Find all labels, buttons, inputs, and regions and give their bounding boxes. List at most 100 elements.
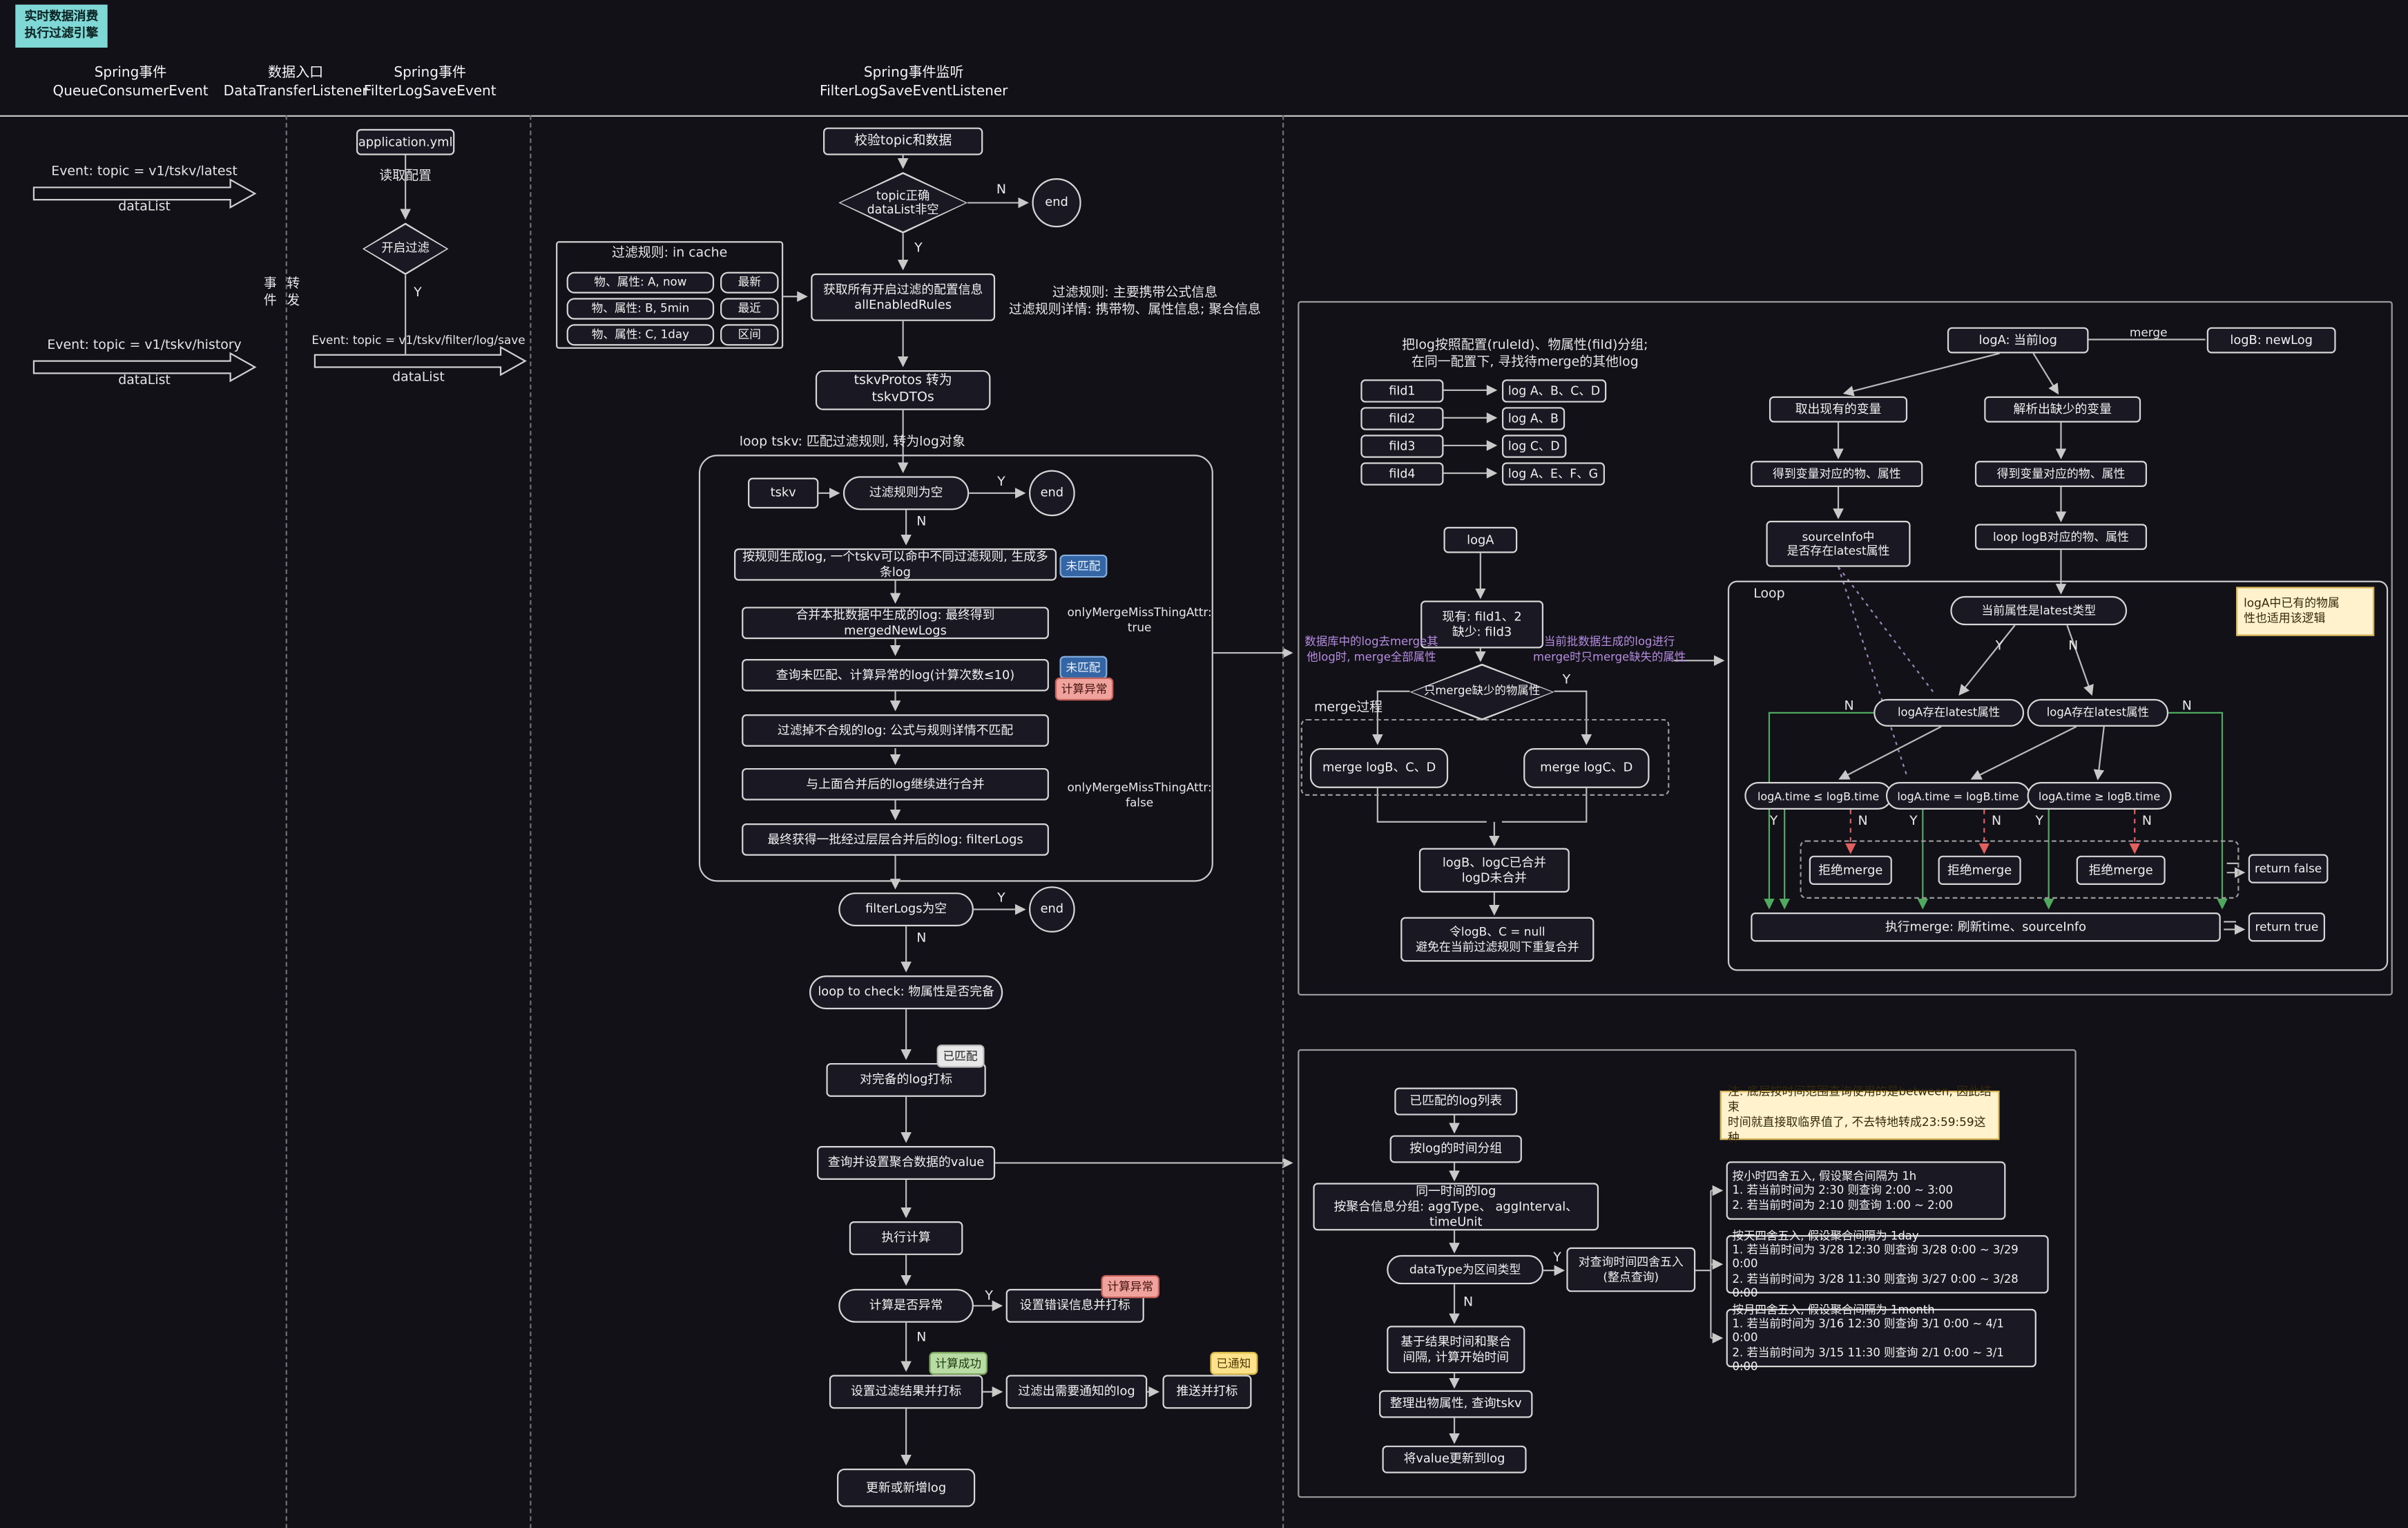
merge-group-note: 把log按照配置(ruleId)、物属性(fiId)分组; 在同一配置下, 寻找…: [1402, 338, 1648, 371]
node-update-value: 将value更新到log: [1382, 1445, 1527, 1473]
node-validate-topic: 校验topic和数据: [823, 127, 983, 155]
node-push-mark: 推送并打标: [1162, 1375, 1252, 1409]
label-n: N: [916, 515, 927, 531]
node-merge-bcd: merge logB、C、D: [1309, 748, 1449, 788]
label-y: Y: [914, 241, 923, 257]
node-merge-again: 与上面合并后的log继续进行合并: [742, 767, 1049, 801]
node-tskv: tskv: [748, 477, 819, 509]
node-reject-merge: 拒绝merge: [2076, 855, 2166, 885]
lane-title-listener: Spring事件监听 FilterLogSaveEventListener: [820, 66, 1008, 100]
label-y: Y: [1553, 1250, 1561, 1266]
loop-tskv-label: loop tskv: 匹配过滤规则, 转为log对象: [739, 434, 965, 450]
node-merge-cd: merge logC、D: [1523, 748, 1650, 788]
label-y: Y: [2035, 814, 2044, 830]
reject-merge-container: [1800, 840, 2240, 899]
node-set-result: 设置过滤结果并打标: [829, 1375, 983, 1409]
label-y: Y: [997, 475, 1005, 490]
decision-time-le: logA.time ≤ logB.time: [1744, 781, 1892, 810]
fiid-cell: fiId3: [1360, 434, 1444, 458]
node-get-attrs-left: 得到变量对应的物、属性: [1751, 461, 1923, 487]
label-n: N: [2068, 639, 2079, 655]
fiid-logs-cell: log C、D: [1501, 434, 1566, 458]
engine-badge: 实时数据消费 执行过滤引擎: [15, 4, 108, 48]
badge-calc-ok: 计算成功: [929, 1352, 988, 1375]
only-merge-true-label: onlyMergeMissThingAttr: true: [1067, 605, 1212, 635]
label-n: N: [2141, 814, 2152, 830]
note-between-query: 注: 底层按时间范围查询使用的是between, 因此结束 时间就直接取临界值了…: [1720, 1084, 2000, 1145]
lane-divider-3: [1282, 115, 1284, 1528]
label-n: N: [1991, 814, 2002, 830]
rules-note: 过滤规则: 主要携带公式信息 过滤规则详情: 携带物、属性信息; 聚合信息: [1008, 285, 1261, 318]
fiid-cell: fiId2: [1360, 407, 1444, 430]
node-query-tskv: 整理出物属性, 查询tskv: [1379, 1390, 1533, 1418]
node-round-time: 对查询时间四舍五入 (整点查询): [1566, 1247, 1696, 1292]
badge-unmatched: 未匹配: [1059, 554, 1107, 578]
node-source-info: sourceInfo中 是否存在latest属性: [1766, 520, 1911, 567]
merge-process-container: [1300, 718, 1670, 796]
event-history-payload: dataList: [118, 373, 171, 389]
fiid-logs-cell: log A、B、C、D: [1501, 379, 1606, 403]
loop-tskv-container: [698, 455, 1213, 882]
node-logb-new: logB: newLog: [2206, 327, 2336, 354]
note-round-month: 按月四舍五入, 假设聚合间隔为 1month 1. 若当前时间为 3/16 12…: [1726, 1303, 2036, 1373]
decision-rules-empty: 过滤规则为空: [842, 476, 970, 510]
node-matched-list: 已匹配的log列表: [1394, 1087, 1518, 1116]
node-exec-merge: 执行merge: 刷新time、sourceInfo: [1751, 912, 2221, 942]
decision-datatype-range: dataType为区间类型: [1387, 1254, 1544, 1285]
node-exec-calc: 执行计算: [849, 1221, 963, 1255]
end-node: end: [1032, 178, 1081, 228]
node-final-filter-logs: 最终获得一批经过层层合并后的log: filterLogs: [742, 823, 1049, 856]
decision-exist-latest-left: logA存在latest属性: [1874, 698, 2025, 727]
node-loga: logA: [1443, 526, 1518, 553]
lane-divider-1: [285, 115, 287, 1528]
label-y: Y: [1995, 639, 2004, 655]
note-round-day: 按天四舍五入, 假设聚合间隔为 1day 1. 若当前时间为 3/28 12:3…: [1726, 1229, 2049, 1299]
lane-title-queue-consumer: Spring事件 QueueConsumerEvent: [52, 66, 209, 100]
node-get-attrs-right: 得到变量对应的物、属性: [1974, 461, 2148, 487]
label-y: Y: [1769, 814, 1778, 830]
badge-calc-error: 计算异常: [1054, 677, 1114, 701]
decision-enable-filter: 开启过滤: [362, 222, 449, 276]
badge-unmatched: 未匹配: [1059, 656, 1107, 679]
node-reject-merge: 拒绝merge: [1938, 855, 2021, 885]
label-n: N: [1858, 814, 1868, 830]
event-history-label: Event: topic = v1/tskv/history: [47, 338, 242, 354]
label-n: N: [916, 1330, 927, 1346]
decision-time-ge: logA.time ≥ logB.time: [2027, 781, 2172, 810]
merge-process-label: merge过程: [1314, 700, 1383, 716]
cache-rule-attr: 物、属性: C, 1day: [566, 324, 715, 346]
node-loop-logb: loop logB对应的物、属性: [1974, 524, 2148, 551]
event-forward-label-col1: 事 件: [263, 276, 277, 309]
decision-only-merge-missing: 只merge缺少的物属性: [1409, 663, 1554, 721]
node-mark-complete: 对完备的log打标: [826, 1062, 986, 1097]
node-query-agg-value: 查询并设置聚合数据的value: [817, 1146, 996, 1180]
cache-rule-tag: 最新: [720, 271, 779, 294]
cache-rule-attr: 物、属性: B, 5min: [566, 298, 715, 320]
decision-time-eq: logA.time = logB.time: [1885, 781, 2030, 810]
aggregation-panel: [1298, 1049, 2077, 1498]
node-merge-batch: 合并本批数据中生成的log: 最终得到mergedNewLogs: [742, 607, 1049, 640]
node-return-false: return false: [2248, 854, 2329, 884]
label-n: N: [1463, 1295, 1474, 1310]
badge-calc-error: 计算异常: [1101, 1274, 1160, 1299]
label-y: Y: [997, 890, 1005, 907]
decision-topic-check: topic正确 dataList非空: [838, 172, 968, 234]
cache-rules-table: 过滤规则: in cache 物、属性: A, now 最新 物、属性: B, …: [556, 241, 784, 349]
note-round-hour: 按小时四舍五入, 假设聚合间隔为 1h 1. 若当前时间为 2:30 则查询 2…: [1726, 1161, 2006, 1220]
label-y: Y: [985, 1288, 993, 1305]
loop-label: Loop: [1753, 586, 1785, 602]
node-set-null: 令logB、C = null 避免在当前过滤规则下重复合并: [1400, 917, 1595, 962]
node-get-enabled-rules: 获取所有开启过滤的配置信息 allEnabledRules: [811, 273, 996, 321]
fiid-logs-cell: log A、B: [1501, 407, 1565, 430]
event-forward-label-col2: 转 发: [287, 276, 300, 309]
only-merge-false-label: onlyMergeMissThingAttr: false: [1067, 780, 1212, 810]
label-y: Y: [414, 285, 422, 301]
fiid-cell: fiId1: [1360, 379, 1444, 403]
fiid-cell: fiId4: [1360, 462, 1444, 486]
merge-edge-label: merge: [2129, 325, 2168, 340]
badge-matched: 已匹配: [936, 1044, 984, 1068]
node-have-missing: 现有: fiId1、2 缺少: fiId3: [1420, 600, 1544, 649]
node-loga-current: logA: 当前log: [1947, 327, 2089, 354]
node-application-yml: application.yml: [356, 128, 455, 155]
